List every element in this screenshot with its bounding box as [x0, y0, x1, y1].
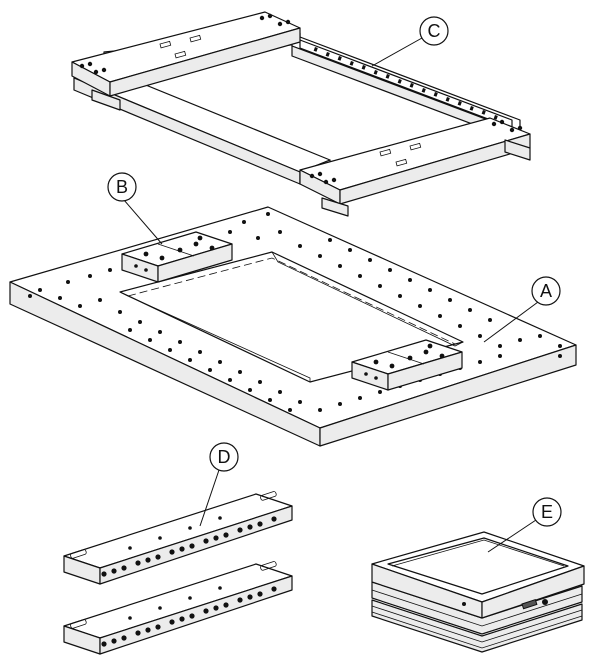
callout-d: D	[199, 442, 239, 527]
part-b-clamp-block	[121, 231, 233, 283]
part-d-bar-bottom-holes	[101, 586, 277, 647]
callout-c-label: C	[428, 21, 441, 41]
part-e-tray-stack	[371, 531, 585, 653]
base-plate-holes	[28, 212, 562, 412]
callout-b-label: B	[116, 177, 128, 197]
bottom-right-bar-holes	[309, 119, 523, 185]
callout-a: A	[483, 276, 561, 343]
callout-b: B	[107, 172, 163, 245]
part-c-frame	[71, 11, 531, 217]
callout-c: C	[371, 16, 449, 67]
part-d-bar-top	[63, 491, 293, 585]
top-left-bar-holes	[79, 13, 291, 75]
part-a-base-plate	[9, 206, 577, 447]
callout-d-label: D	[218, 447, 231, 467]
callout-a-label: A	[540, 281, 552, 301]
callout-e: E	[487, 497, 562, 553]
part-d-bar-bottom	[63, 561, 293, 655]
rail-slot-holes	[313, 46, 498, 120]
part-a-clamp-block	[351, 339, 463, 391]
callout-e-label: E	[541, 502, 553, 522]
part-d-bar-top-holes	[101, 516, 277, 577]
